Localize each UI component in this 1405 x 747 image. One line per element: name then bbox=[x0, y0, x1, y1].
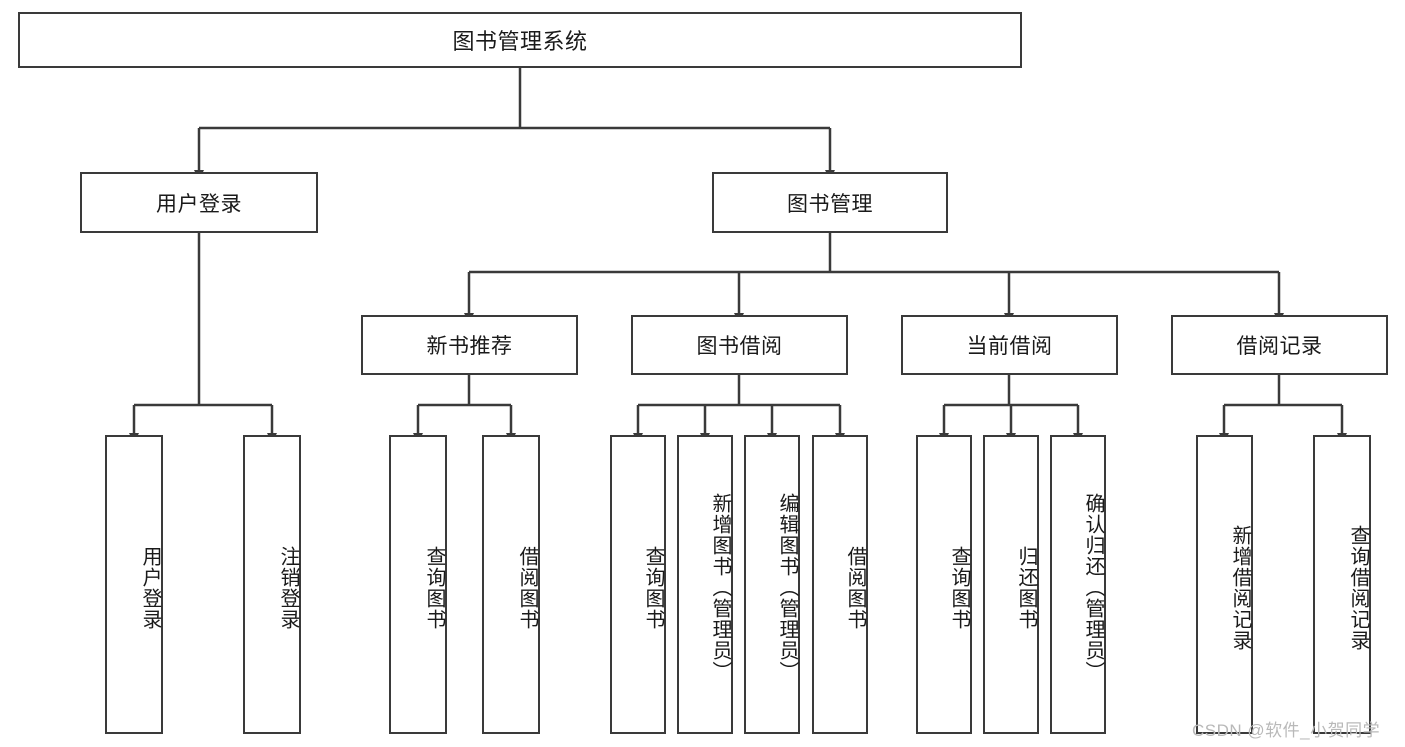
node-leaf-query-book-1[interactable]: 查询图书 bbox=[389, 435, 447, 734]
node-label: 用户登录 bbox=[139, 545, 161, 630]
node-label: 借阅图书 bbox=[844, 545, 866, 630]
node-leaf-query-borrow-record[interactable]: 查询借阅记录 bbox=[1313, 435, 1371, 734]
node-current-borrow[interactable]: 当前借阅 bbox=[901, 315, 1118, 375]
node-leaf-add-book[interactable]: 新增图书（管理员） bbox=[677, 435, 733, 734]
node-label: 确认归还（管理员） bbox=[1082, 493, 1104, 682]
node-leaf-borrow-book-2[interactable]: 借阅图书 bbox=[812, 435, 868, 734]
node-label: 借阅记录 bbox=[1236, 335, 1323, 358]
node-leaf-logout-login[interactable]: 注销登录 bbox=[243, 435, 301, 734]
node-root-system[interactable]: 图书管理系统 bbox=[18, 12, 1022, 68]
node-book-borrow[interactable]: 图书借阅 bbox=[631, 315, 848, 375]
node-label: 查询图书 bbox=[948, 545, 970, 630]
node-label: 新增借阅记录 bbox=[1229, 524, 1251, 651]
node-leaf-edit-book[interactable]: 编辑图书（管理员） bbox=[744, 435, 800, 734]
node-label: 图书借阅 bbox=[696, 335, 783, 358]
node-label: 借阅图书 bbox=[516, 545, 538, 630]
node-leaf-add-borrow-record[interactable]: 新增借阅记录 bbox=[1196, 435, 1253, 734]
node-label: 图书管理系统 bbox=[452, 29, 588, 54]
node-leaf-confirm-return[interactable]: 确认归还（管理员） bbox=[1050, 435, 1106, 734]
node-borrow-record[interactable]: 借阅记录 bbox=[1171, 315, 1388, 375]
node-label: 图书管理 bbox=[787, 192, 873, 216]
node-label: 归还图书 bbox=[1015, 545, 1037, 630]
node-label: 当前借阅 bbox=[966, 335, 1053, 358]
node-label: 编辑图书（管理员） bbox=[776, 493, 798, 682]
node-label: 新增图书（管理员） bbox=[709, 493, 731, 682]
node-label: 查询借阅记录 bbox=[1347, 524, 1369, 651]
node-new-book-recommend[interactable]: 新书推荐 bbox=[361, 315, 578, 375]
node-leaf-return-book[interactable]: 归还图书 bbox=[983, 435, 1039, 734]
node-leaf-borrow-book-1[interactable]: 借阅图书 bbox=[482, 435, 540, 734]
node-label: 用户登录 bbox=[156, 192, 242, 216]
node-leaf-user-login[interactable]: 用户登录 bbox=[105, 435, 163, 734]
node-user-login[interactable]: 用户登录 bbox=[80, 172, 318, 233]
node-label: 新书推荐 bbox=[426, 335, 513, 358]
node-label: 查询图书 bbox=[642, 545, 664, 630]
node-leaf-query-book-3[interactable]: 查询图书 bbox=[916, 435, 972, 734]
node-leaf-query-book-2[interactable]: 查询图书 bbox=[610, 435, 666, 734]
node-label: 查询图书 bbox=[423, 545, 445, 630]
node-label: 注销登录 bbox=[277, 545, 299, 630]
node-book-manage[interactable]: 图书管理 bbox=[712, 172, 948, 233]
csdn-watermark: CSDN @软件_小贺同学 bbox=[1192, 721, 1381, 740]
